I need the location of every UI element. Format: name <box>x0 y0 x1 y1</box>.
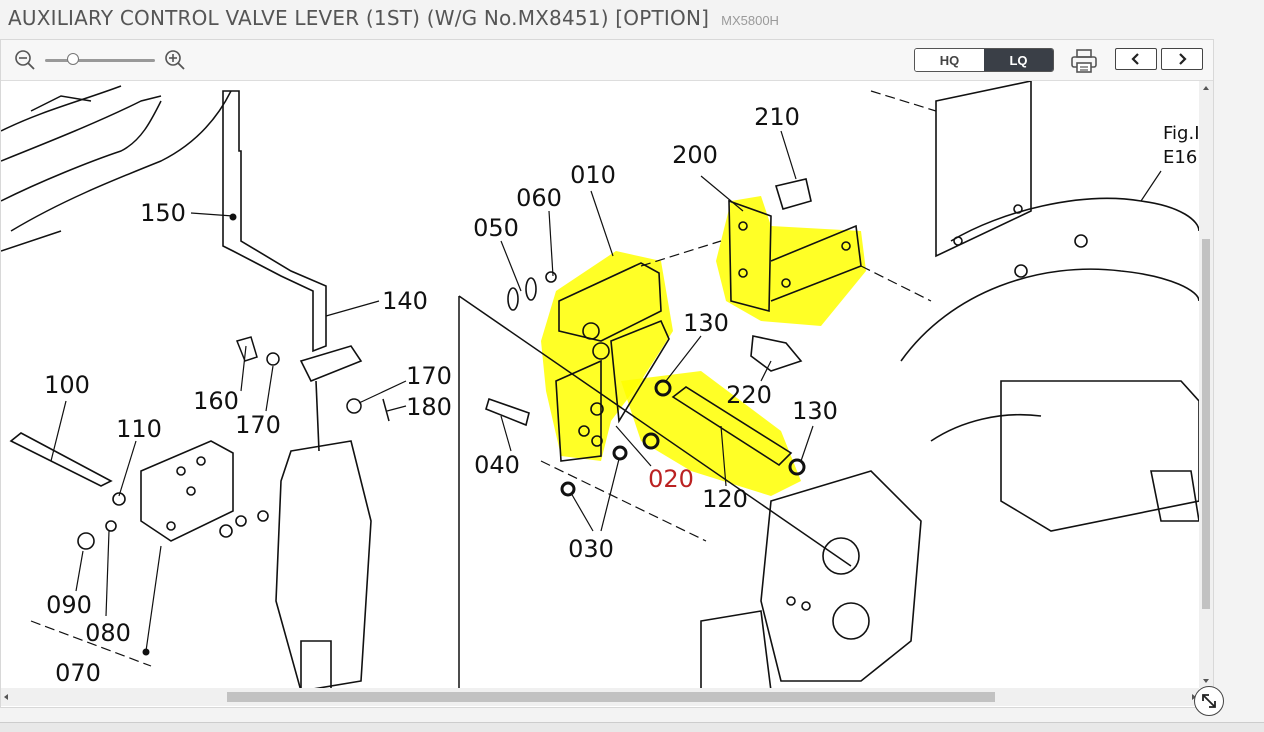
transmission-housing <box>700 81 1199 688</box>
callout-labels: 010 020 030 040 050 060 070 080 090 100 … <box>44 103 1199 687</box>
callout-label[interactable]: 120 <box>702 485 748 513</box>
assembly-guides <box>30 90 937 667</box>
callout-label[interactable]: 090 <box>46 591 92 619</box>
previous-button[interactable] <box>1115 48 1157 70</box>
callout-leaders <box>50 130 1162 652</box>
callout-label[interactable]: 160 <box>193 387 239 415</box>
callout-label[interactable]: 150 <box>140 199 186 227</box>
quality-toggle: HQ LQ <box>914 48 1054 72</box>
diagram-viewer: HQ LQ <box>0 39 1214 708</box>
figure-reference: Fig.I <box>1163 123 1199 144</box>
parts-diagram-drawing: 010 020 030 040 050 060 070 080 090 100 … <box>1 81 1199 688</box>
callout-label[interactable]: 040 <box>474 451 520 479</box>
model-name: MX5800H <box>721 13 779 28</box>
callout-label[interactable]: 210 <box>754 103 800 131</box>
page-title: AUXILIARY CONTROL VALVE LEVER (1ST) (W/G… <box>8 6 710 30</box>
next-button[interactable] <box>1161 48 1203 70</box>
resize-button[interactable] <box>1194 686 1224 716</box>
resize-icon <box>1202 694 1216 708</box>
callout-label[interactable]: 140 <box>382 287 428 315</box>
chassis-outline <box>1 85 232 252</box>
valve-block <box>485 262 670 462</box>
callout-label[interactable]: 130 <box>683 309 729 337</box>
scroll-up-icon[interactable] <box>1199 83 1213 93</box>
callout-label[interactable]: 030 <box>568 535 614 563</box>
callout-label[interactable]: 110 <box>116 415 162 443</box>
hq-button[interactable]: HQ <box>915 49 984 71</box>
parts-diagram[interactable]: 010 020 030 040 050 060 070 080 090 100 … <box>1 81 1199 688</box>
small-parts <box>235 295 852 688</box>
callout-label[interactable]: 170 <box>406 362 452 390</box>
lq-button[interactable]: LQ <box>984 49 1053 71</box>
callout-label[interactable]: 100 <box>44 371 90 399</box>
valve-plate <box>9 432 269 550</box>
leader-dot <box>229 213 237 221</box>
scroll-down-icon[interactable] <box>1199 676 1213 686</box>
status-bar <box>0 722 1264 732</box>
title-bar: AUXILIARY CONTROL VALVE LEVER (1ST) (W/G… <box>0 0 1264 38</box>
scroll-left-icon[interactable] <box>1 688 11 706</box>
bracket <box>728 178 862 372</box>
callout-label[interactable]: 070 <box>55 659 101 687</box>
callout-label[interactable]: 170 <box>235 411 281 439</box>
chevron-left-icon <box>1131 53 1139 65</box>
callout-label[interactable]: 200 <box>672 141 718 169</box>
callout-label-selected[interactable]: 020 <box>648 465 694 493</box>
zoom-slider-knob[interactable] <box>66 53 79 65</box>
zoom-in-icon[interactable] <box>164 49 186 71</box>
printer-icon[interactable] <box>1070 48 1098 74</box>
callout-label[interactable]: 180 <box>406 393 452 421</box>
horizontal-scroll-thumb[interactable] <box>227 692 995 702</box>
callout-label[interactable]: 010 <box>570 161 616 189</box>
horizontal-scrollbar[interactable] <box>1 688 1199 706</box>
leader-dot <box>142 648 150 656</box>
zoom-out-icon[interactable] <box>14 49 36 71</box>
pipe <box>560 379 806 497</box>
callout-label[interactable]: 050 <box>473 214 519 242</box>
callout-label[interactable]: 060 <box>516 184 562 212</box>
vertical-scroll-thumb[interactable] <box>1202 239 1210 609</box>
highlight-marks <box>541 196 866 496</box>
callout-label[interactable]: 130 <box>792 397 838 425</box>
zoom-slider[interactable] <box>45 53 155 65</box>
chevron-right-icon <box>1179 53 1187 65</box>
callout-label[interactable]: 220 <box>726 381 772 409</box>
viewer-toolbar: HQ LQ <box>1 40 1213 81</box>
vertical-scrollbar[interactable] <box>1199 81 1213 688</box>
lever-part <box>222 90 372 688</box>
figure-reference-code: E16 <box>1163 147 1197 168</box>
callout-label[interactable]: 080 <box>85 619 131 647</box>
